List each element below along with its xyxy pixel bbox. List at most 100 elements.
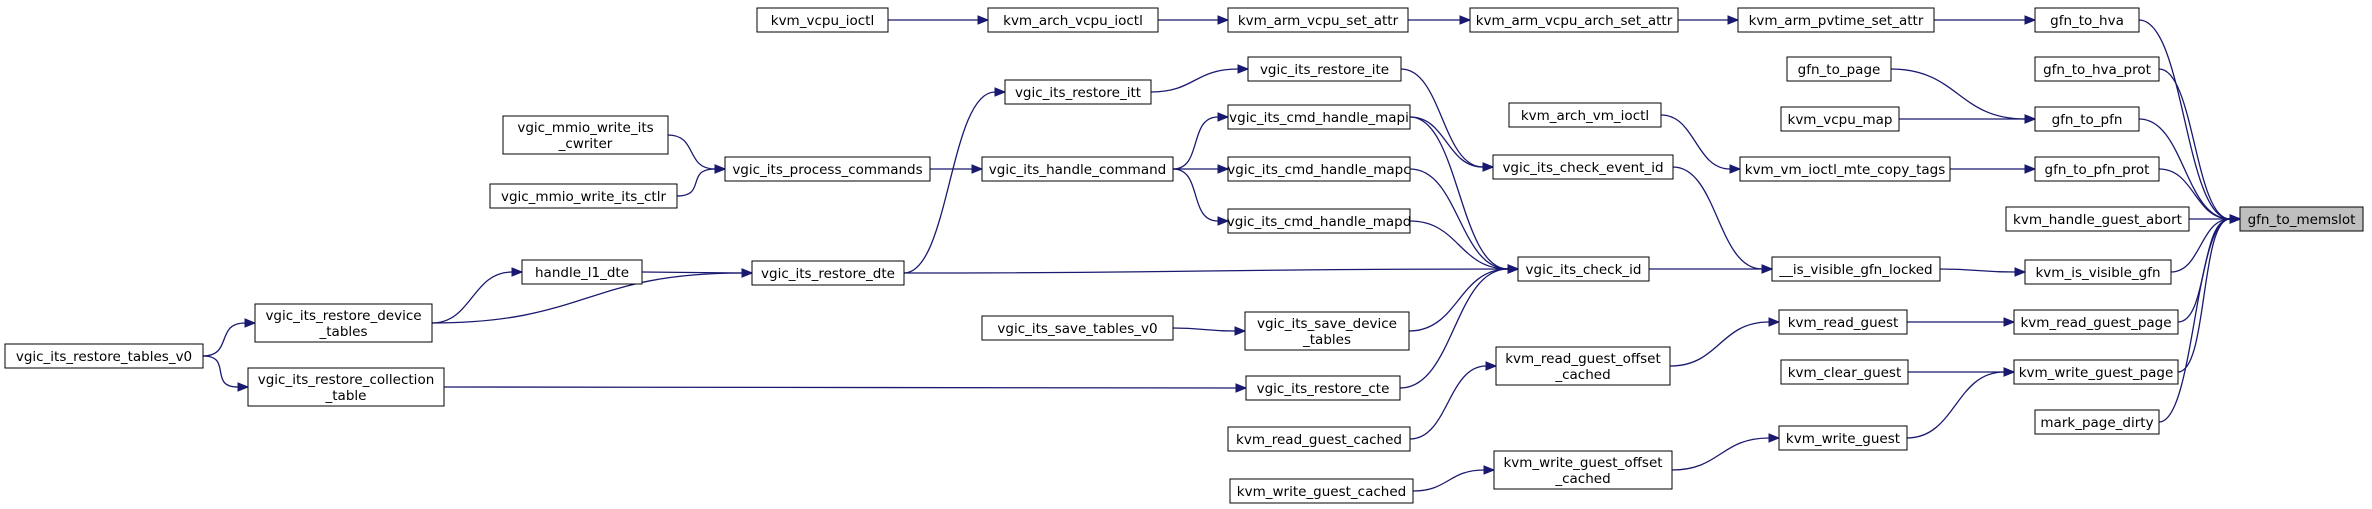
edge-gfn-to-page-to-gfn-to-pfn [1890,68,2037,124]
node-vgic-its-restore-device-tables[interactable]: vgic_its_restore_device_tables [254,303,433,343]
node-box [2034,106,2140,132]
node-label: kvm_read_guest [1788,315,1899,331]
node-label: kvm_read_guest_page [2020,315,2171,331]
node-box [1780,359,1909,385]
edge-vgic-its-restore-dte-to-vgic-its-check-id [903,264,1520,274]
node-gfn-to-memslot[interactable]: gfn_to_memslot [2239,206,2364,232]
node-vgic-its-cmd-handle-mapc[interactable]: vgic_its_cmd_handle_mapc [1227,156,1411,182]
node-handle-l1-dte[interactable]: handle_l1_dte [521,259,643,285]
node-kvm-vm-ioctl-mte-copy-tags[interactable]: kvm_vm_ioctl_mte_copy_tags [1739,156,1951,182]
node-kvm-is-visible-gfn[interactable]: kvm_is_visible_gfn [2024,259,2172,285]
node-kvm-vcpu-ioctl[interactable]: kvm_vcpu_ioctl [756,7,889,33]
edge-line [1409,365,1487,440]
node-gfn-to-page[interactable]: gfn_to_page [1786,56,1892,82]
node-kvm-arch-vm-ioctl[interactable]: kvm_arch_vm_ioctl [1508,102,1662,128]
node-kvm-arm-pvtime-set-attr[interactable]: kvm_arm_pvtime_set_attr [1737,7,1935,33]
edge-line [1399,268,1509,389]
node-vgic-its-save-tables-v0[interactable]: vgic_its_save_tables_v0 [981,315,1174,341]
node-label: vgic_its_restore_itt [1015,85,1141,101]
arrowhead [971,164,984,174]
node-box [2005,206,2190,232]
node-vgic-its-restore-ite[interactable]: vgic_its_restore_ite [1247,56,1402,82]
node-box [2034,7,2140,33]
node-kvm-vcpu-map[interactable]: kvm_vcpu_map [1780,106,1900,132]
edge-line [1150,68,1239,93]
node-vgic-mmio-write-its-ctlr[interactable]: vgic_mmio_write_its_ctlr [489,183,678,209]
node-box [2034,56,2160,82]
node-kvm-arm-vcpu-arch-set-attr[interactable]: kvm_arm_vcpu_arch_set_attr [1469,7,1679,33]
node-kvm-read-guest-page[interactable]: kvm_read_guest_page [2013,309,2179,335]
node-box [2024,259,2172,285]
node-vgic-its-process-commands[interactable]: vgic_its_process_commands [724,156,931,182]
arrowhead [1234,326,1247,336]
node-vgic-its-check-event-id[interactable]: vgic_its_check_event_id [1492,154,1674,180]
node-label: _table [325,388,367,404]
node-kvm-arm-vcpu-set-attr[interactable]: kvm_arm_vcpu_set_attr [1227,7,1409,33]
edge-vgic-its-restore-itt-to-vgic-its-restore-ite [1150,64,1250,93]
edge-vgic-its-handle-command-to-vgic-its-cmd-handle-mapi [1172,112,1230,170]
node-gfn-to-hva-prot[interactable]: gfn_to_hva_prot [2034,56,2160,82]
arrowhead [237,382,250,392]
node-kvm-read-guest-cached[interactable]: kvm_read_guest_cached [1227,426,1411,452]
node-box [1778,425,1908,451]
arrowhead [244,318,257,328]
arrowhead [2003,317,2016,327]
edge-vgic-its-restore-dte-to-vgic-its-restore-itt [903,87,1007,274]
node-vgic-its-restore-dte[interactable]: vgic_its_restore_dte [751,260,905,286]
edge-line [2158,218,2231,423]
edge-vgic-its-cmd-handle-mapc-to-vgic-its-check-id [1409,168,1520,274]
node-kvm-write-guest-offset-cached[interactable]: kvm_write_guest_offset_cached [1493,450,1673,490]
node-kvm-write-guest-page[interactable]: kvm_write_guest_page [2013,359,2179,385]
arrowhead [1768,433,1781,443]
node-label: gfn_to_memslot [2248,212,2356,228]
node-kvm-handle-guest-abort[interactable]: kvm_handle_guest_abort [2005,206,2190,232]
node-vgic-its-cmd-handle-mapd[interactable]: vgic_its_cmd_handle_mapd [1227,208,1412,234]
edge-line [2158,68,2231,220]
node-is-visible-gfn-locked[interactable]: __is_visible_gfn_locked [1771,256,1941,282]
arrowhead [2024,164,2037,174]
node-vgic-its-restore-collection-table[interactable]: vgic_its_restore_collection_table [247,367,445,407]
edge-vgic-its-restore-tables-v0-to-vgic-its-restore-device-tables [202,318,257,357]
node-vgic-its-restore-itt[interactable]: vgic_its_restore_itt [1004,79,1152,105]
node-vgic-its-restore-tables-v0[interactable]: vgic_its_restore_tables_v0 [4,343,204,369]
node-vgic-mmio-write-its-cwriter[interactable]: vgic_mmio_write_its_cwriter [502,115,669,155]
arrowhead [1485,361,1498,371]
node-box [751,260,905,286]
node-gfn-to-pfn[interactable]: gfn_to_pfn [2034,106,2140,132]
node-label: _cached [1554,471,1610,487]
arrowhead [1768,317,1781,327]
node-vgic-its-cmd-handle-mapi[interactable]: vgic_its_cmd_handle_mapi [1227,104,1411,130]
node-label: kvm_handle_guest_abort [2013,212,2182,228]
node-box [2034,156,2160,182]
node-vgic-its-save-device-tables[interactable]: vgic_its_save_device_tables [1244,311,1410,351]
arrowhead [741,268,754,278]
node-box [1508,102,1662,128]
node-mark-page-dirty[interactable]: mark_page_dirty [2034,409,2160,435]
node-vgic-its-restore-cte[interactable]: vgic_its_restore_cte [1245,375,1401,401]
node-kvm-read-guest-offset-cached[interactable]: kvm_read_guest_offset_cached [1495,346,1671,386]
node-kvm-write-guest-cached[interactable]: kvm_write_guest_cached [1229,478,1414,504]
node-label: gfn_to_pfn_prot [2045,162,2150,178]
node-box [521,259,643,285]
arrowhead [1217,164,1230,174]
node-gfn-to-hva[interactable]: gfn_to_hva [2034,7,2140,33]
node-layer: gfn_to_memslot kvm_vcpu_ioctl kvm_arch_vcp… [4,7,2364,504]
edge-line [1409,220,1509,270]
edge-line [2170,218,2231,273]
node-kvm-clear-guest[interactable]: kvm_clear_guest [1780,359,1909,385]
node-label: vgic_its_cmd_handle_mapi [1229,110,1409,126]
node-label: kvm_vcpu_ioctl [771,13,874,29]
edge-vgic-its-handle-command-to-vgic-its-cmd-handle-mapd [1172,168,1230,226]
edge-line [1172,327,1236,332]
node-kvm-arch-vcpu-ioctl[interactable]: kvm_arch_vcpu_ioctl [987,7,1159,33]
node-label: vgic_its_save_device [1257,316,1397,332]
node-vgic-its-check-id[interactable]: vgic_its_check_id [1517,256,1650,282]
edge-line [202,355,239,388]
arrowhead [2024,15,2037,25]
node-gfn-to-pfn-prot[interactable]: gfn_to_pfn_prot [2034,156,2160,182]
node-kvm-read-guest[interactable]: kvm_read_guest [1778,309,1908,335]
node-label: gfn_to_pfn [2052,112,2123,128]
node-vgic-its-handle-command[interactable]: vgic_its_handle_command [981,156,1174,182]
node-kvm-write-guest[interactable]: kvm_write_guest [1778,425,1908,451]
